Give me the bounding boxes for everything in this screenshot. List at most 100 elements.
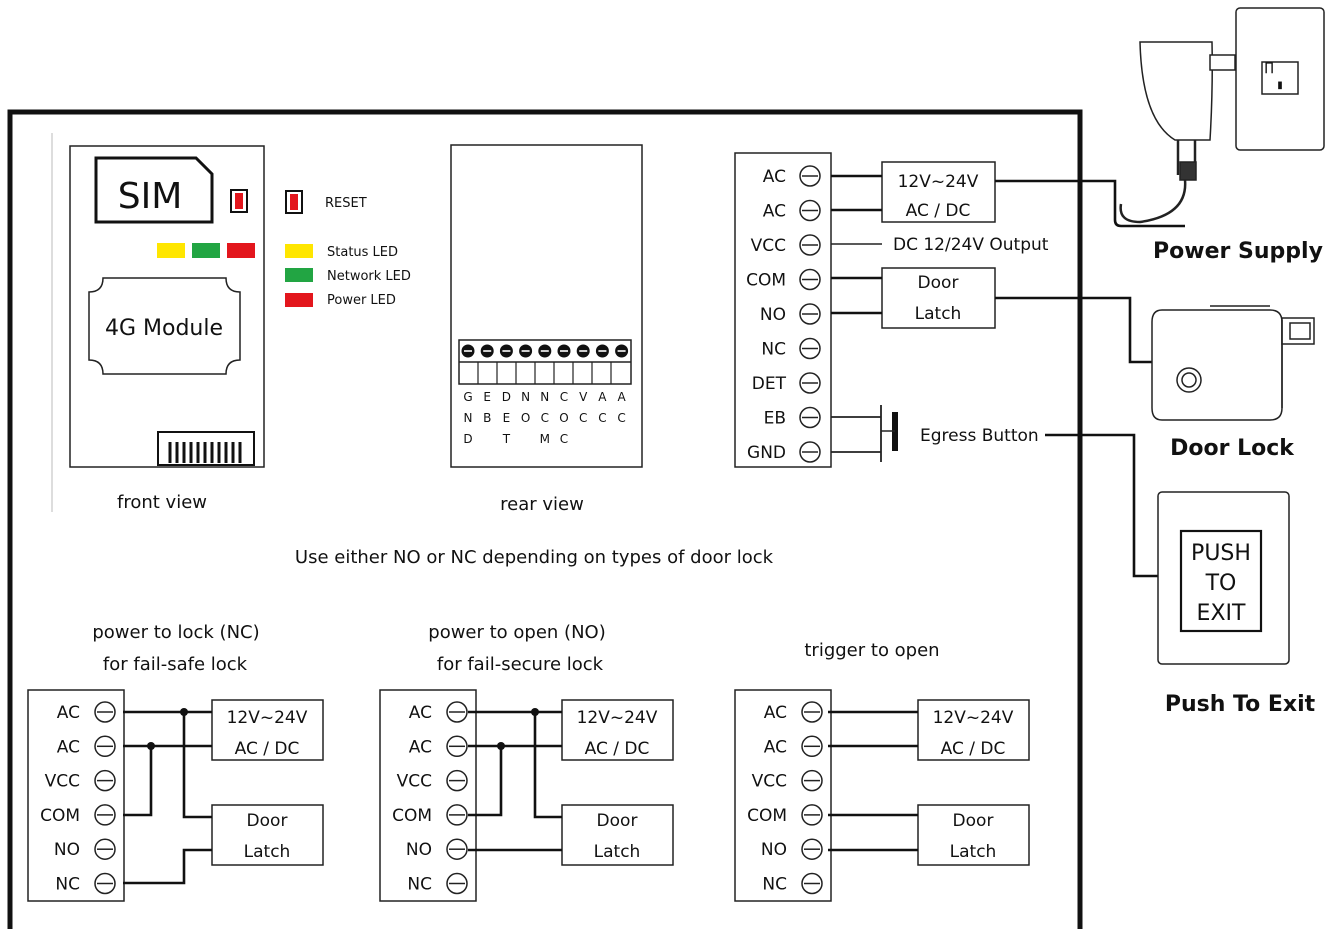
svg-text:∏: ∏ xyxy=(1264,60,1273,74)
variant-pin-screw xyxy=(801,838,823,860)
variant-pin-screw xyxy=(94,872,116,895)
variant-pin-screw xyxy=(94,701,116,723)
variant-pin-label: NO xyxy=(54,840,80,860)
main-pin-screw xyxy=(799,337,821,360)
variant-pin-screw xyxy=(446,735,468,758)
variant-supply-type: AC / DC xyxy=(585,739,650,759)
variant-pin-label: AC xyxy=(409,737,432,757)
rear-pin-label: B xyxy=(483,411,491,425)
variant-pin-label: AC xyxy=(57,703,80,723)
rear-pin-label: D xyxy=(502,390,511,404)
network-led-label: Network LED xyxy=(327,269,411,284)
variant-latch-box xyxy=(561,804,674,866)
variant-pin-label: NO xyxy=(406,840,432,860)
latch-label-1: Door xyxy=(918,273,959,293)
variant-supply-box xyxy=(211,699,324,761)
variant-supply-voltage: 12V~24V xyxy=(933,708,1014,728)
rear-pin-label: O xyxy=(559,411,568,425)
variant-pin-screw xyxy=(446,701,468,723)
power-led-legend xyxy=(285,293,313,307)
main-pin-label: COM xyxy=(746,271,786,291)
variant-latch-label: Latch xyxy=(950,842,997,862)
egress-button-label: Egress Button xyxy=(920,426,1039,446)
variant-2-title: power to open (NO) xyxy=(428,622,605,643)
rear-pin-label: O xyxy=(521,411,530,425)
variant-pin-label: COM xyxy=(40,806,80,826)
main-pin-screw xyxy=(799,268,821,291)
variant-latch-label: Door xyxy=(597,811,638,831)
sim-label: SIM xyxy=(118,176,183,217)
variant-supply-voltage: 12V~24V xyxy=(227,708,308,728)
variant-pin-label: NC xyxy=(762,875,787,895)
rear-pin-label: N xyxy=(540,390,549,404)
front-view-board: SIM 4G Module xyxy=(69,145,265,468)
variant-pin-screw xyxy=(801,701,823,723)
variant-supply-type: AC / DC xyxy=(941,739,1006,759)
variant-pin-screw xyxy=(94,769,116,792)
controller-frame xyxy=(7,109,1083,929)
main-pin-label: AC xyxy=(763,167,786,187)
main-pin-screw xyxy=(799,406,821,429)
power-supply-wire xyxy=(995,179,1185,228)
4g-module xyxy=(88,277,241,375)
variant-latch-label: Door xyxy=(953,811,994,831)
rear-pin-label: C xyxy=(560,432,568,446)
main-pin-screw xyxy=(799,165,821,187)
rear-screw xyxy=(595,344,609,358)
reset-label: RESET xyxy=(325,196,367,211)
variant-terminal-block xyxy=(734,689,832,902)
variant-pin-screw xyxy=(94,838,116,860)
rear-pin-label: N xyxy=(521,390,530,404)
door-lock-device xyxy=(1151,305,1315,421)
4g-module-label: 4G Module xyxy=(105,316,223,341)
main-pin-label: NO xyxy=(760,305,786,325)
main-pin-label: VCC xyxy=(751,236,786,256)
variant-pin-screw xyxy=(801,769,823,792)
variant-pin-label: VCC xyxy=(752,772,787,792)
variant-pin-screw xyxy=(94,735,116,758)
variant-1-title: power to lock (NC) xyxy=(92,622,259,643)
variant-1-subtitle: for fail-safe lock xyxy=(103,654,248,675)
rear-screw xyxy=(519,344,533,358)
power-led-label: Power LED xyxy=(327,293,396,308)
variant-latch-label: Latch xyxy=(594,842,641,862)
rear-pin-label: V xyxy=(579,390,588,404)
network-led-legend xyxy=(285,268,313,282)
power-supply-label: Power Supply xyxy=(1153,239,1323,264)
latch-box xyxy=(881,267,996,329)
rear-pin-label: D xyxy=(463,432,472,446)
rear-screw xyxy=(461,344,475,358)
front-view-caption: front view xyxy=(117,492,207,513)
variant-pin-screw xyxy=(801,872,823,895)
svg-text:▮: ▮ xyxy=(1277,80,1283,91)
variant-pin-label: AC xyxy=(764,737,787,757)
variant-supply-type: AC / DC xyxy=(235,739,300,759)
variant-pin-screw xyxy=(446,804,468,826)
dc-output-label: DC 12/24V Output xyxy=(893,235,1049,255)
variant-pin-label: NO xyxy=(761,840,787,860)
door-lock-wire xyxy=(995,296,1160,364)
rear-screw xyxy=(557,344,571,358)
rear-screw xyxy=(480,344,494,358)
network-led xyxy=(192,243,220,258)
power-led xyxy=(227,243,255,258)
rear-pin-label: E xyxy=(483,390,491,404)
variant-pin-label: AC xyxy=(57,737,80,757)
variant-supply-voltage: 12V~24V xyxy=(577,708,658,728)
latch-label-2: Latch xyxy=(915,304,962,324)
main-pin-screw xyxy=(799,441,821,463)
status-led-label: Status LED xyxy=(327,245,398,260)
variant-pin-screw xyxy=(446,872,468,895)
supply-voltage: 12V~24V xyxy=(898,172,979,192)
main-pin-screw xyxy=(799,234,821,256)
main-pin-label: DET xyxy=(752,374,787,394)
variant-pin-label: AC xyxy=(764,703,787,723)
variant-pin-label: VCC xyxy=(45,772,80,792)
variant-pin-screw xyxy=(446,838,468,860)
variant-pin-screw xyxy=(94,804,116,826)
